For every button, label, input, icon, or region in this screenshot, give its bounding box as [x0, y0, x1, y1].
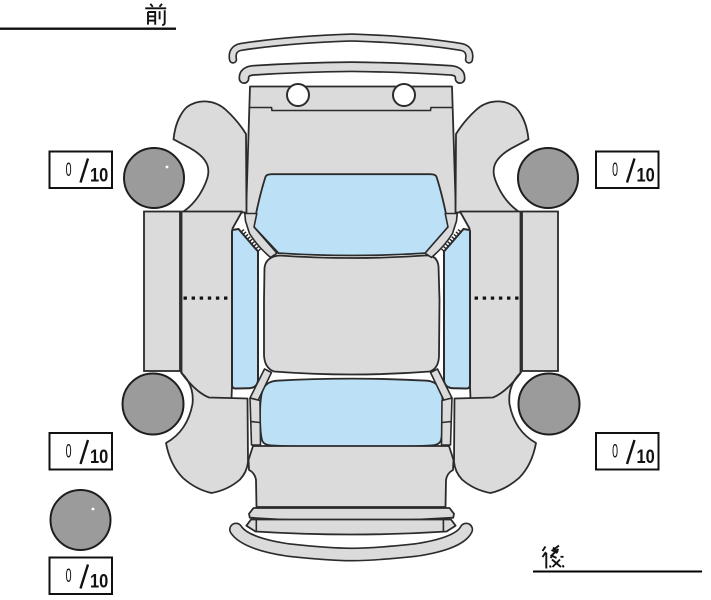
svg-text:10: 10 — [90, 164, 108, 186]
svg-text:0: 0 — [66, 160, 72, 181]
